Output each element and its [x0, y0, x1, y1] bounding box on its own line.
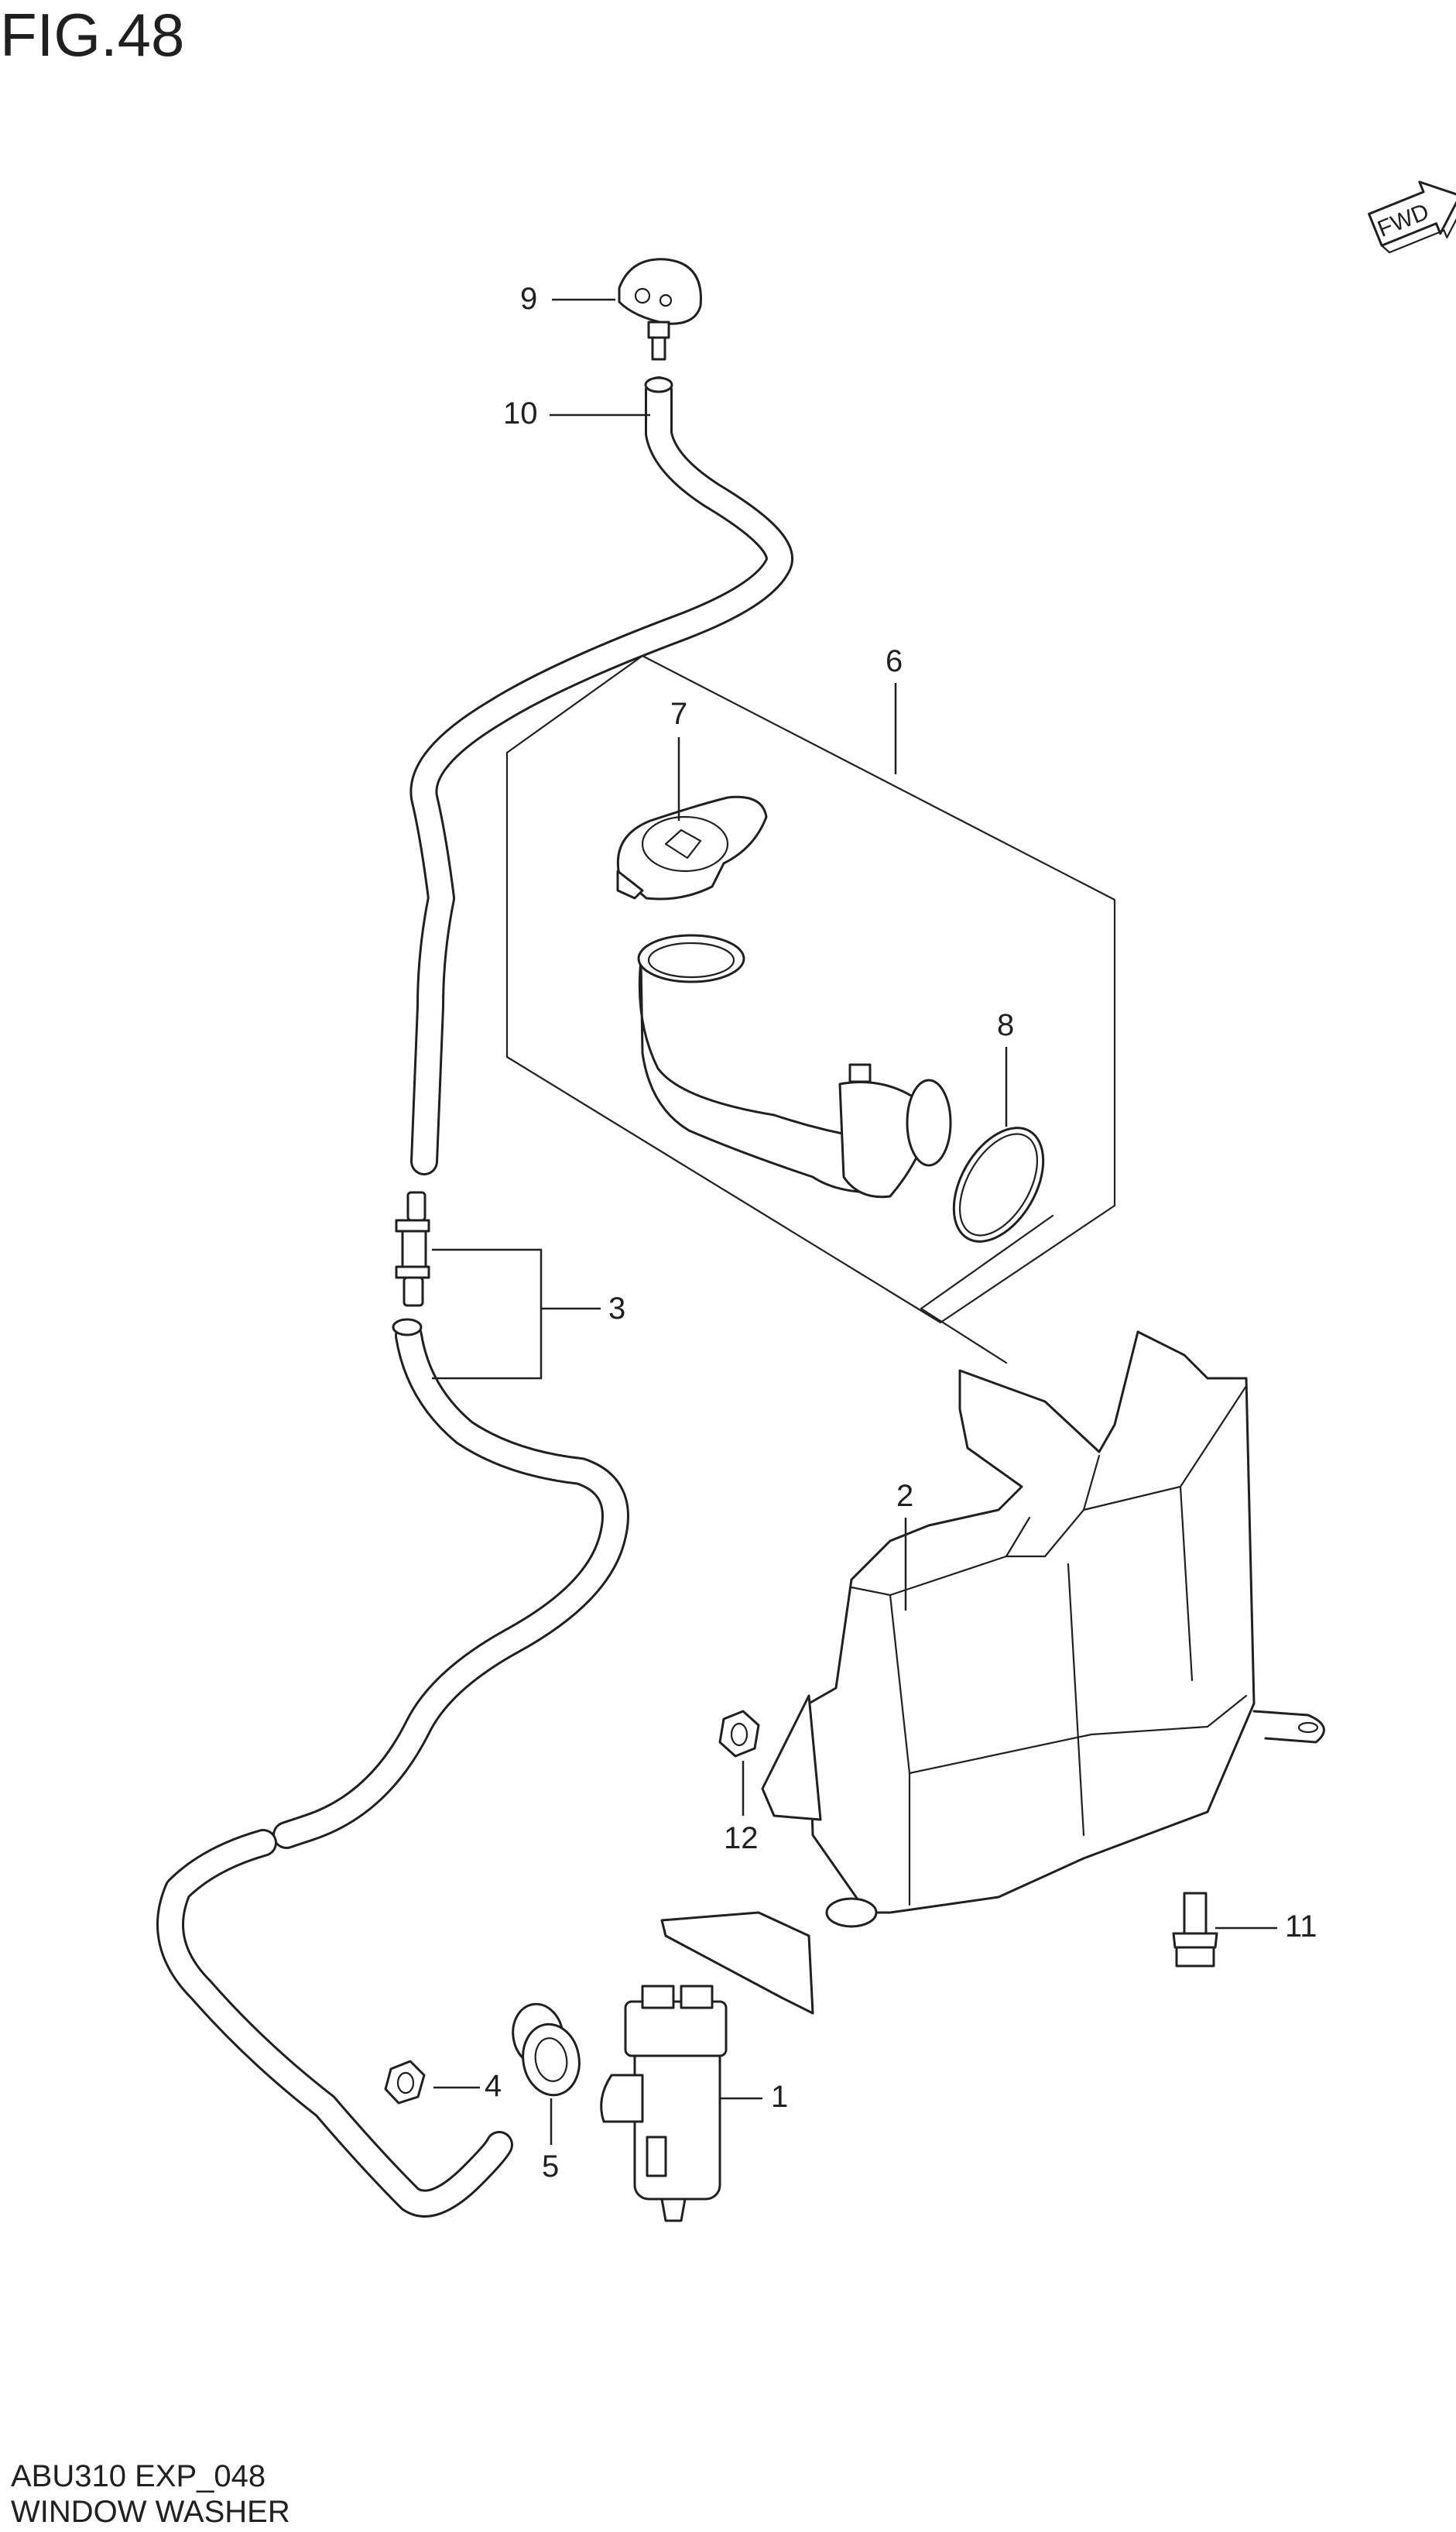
callout-9: 9 [520, 282, 538, 316]
nut-12 [718, 1710, 760, 1758]
callout-7: 7 [670, 697, 688, 731]
callout-6: 6 [886, 644, 903, 678]
o-ring [952, 1127, 1045, 1243]
washer-hose-upper [409, 376, 793, 1175]
bolt-11 [1172, 1892, 1218, 1968]
forward-arrow-icon: FWD [1368, 180, 1456, 254]
grommet [512, 2002, 581, 2097]
hose-joint [395, 1191, 430, 1307]
callout-8: 8 [997, 1008, 1015, 1042]
inlet-pipe [637, 934, 952, 1199]
callout-4: 4 [485, 2069, 502, 2103]
callout-2: 2 [896, 1479, 914, 1513]
callout-10: 10 [503, 396, 538, 431]
callout-5: 5 [542, 2149, 560, 2184]
washer-hose-lower [156, 1318, 629, 2218]
inlet-assembly-box [505, 654, 1116, 1364]
callout-12: 12 [724, 1821, 759, 1855]
nut-4 [384, 2060, 426, 2105]
callout-11: 11 [1285, 1909, 1317, 1944]
diagram-code: ABU310 EXP_048 [11, 2459, 266, 2493]
leader-lines [432, 298, 1277, 2145]
figure-title: FIG.48 [0, 1, 185, 69]
washer-pump [600, 1985, 728, 2222]
washer-nozzle [618, 258, 702, 361]
tank-cap [616, 795, 768, 901]
callout-1: 1 [771, 2080, 789, 2114]
callout-3: 3 [608, 1292, 626, 1326]
washer-tank [660, 1330, 1325, 2015]
diagram-name: WINDOW WASHER [11, 2495, 290, 2529]
